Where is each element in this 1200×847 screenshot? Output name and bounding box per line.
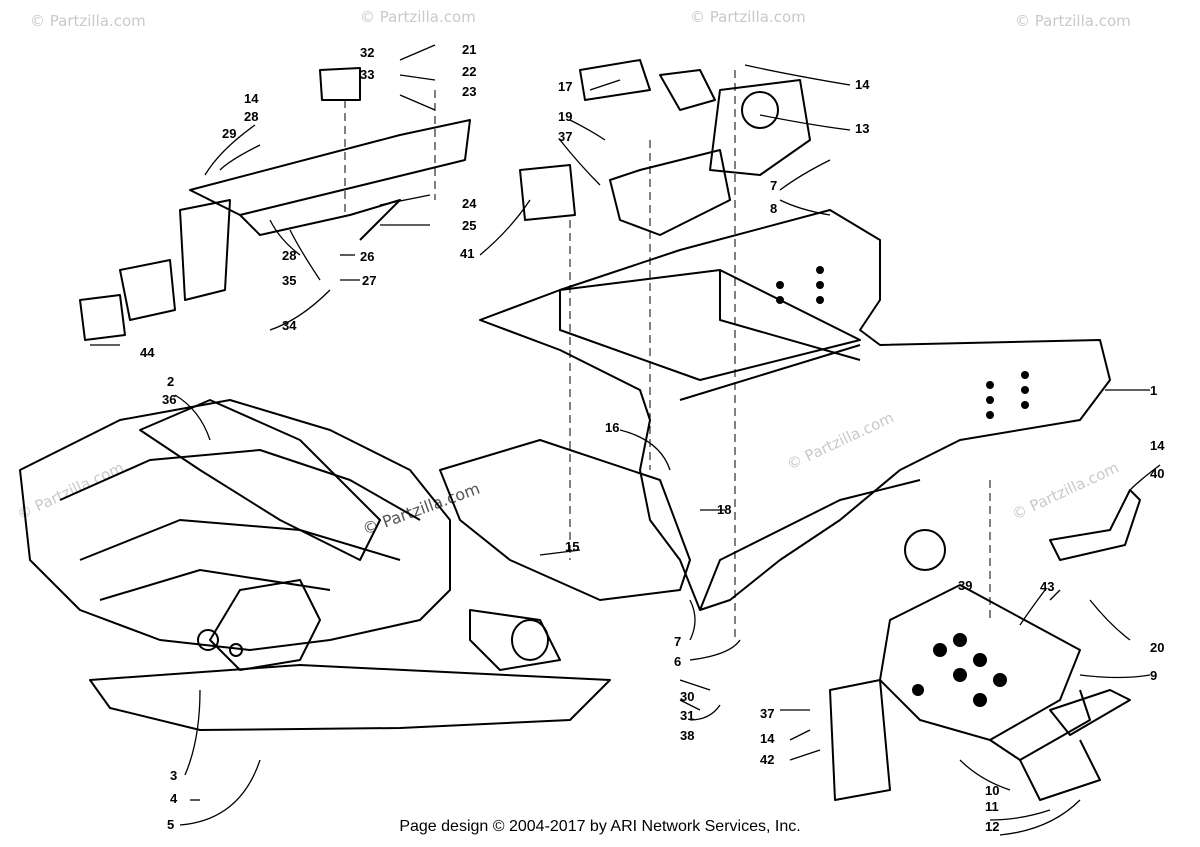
callout-17[interactable]: 17: [558, 79, 572, 94]
callout-14-left[interactable]: 14: [244, 91, 259, 106]
callout-2[interactable]: 2: [167, 374, 174, 389]
callout-21[interactable]: 21: [462, 42, 476, 57]
callout-40[interactable]: 40: [1150, 466, 1164, 481]
callout-14-top[interactable]: 14: [855, 77, 870, 92]
callout-37-bottom[interactable]: 37: [760, 706, 774, 721]
bracket-34: [179, 199, 231, 301]
callout-8[interactable]: 8: [770, 201, 777, 216]
tube: [469, 609, 561, 671]
callout-13[interactable]: 13: [855, 121, 869, 136]
callout-7-lower[interactable]: 7: [674, 634, 681, 649]
callout-6[interactable]: 6: [674, 654, 681, 669]
guide-lines: [344, 70, 991, 640]
hole-pattern: [776, 266, 1029, 707]
callout-33[interactable]: 33: [360, 67, 374, 82]
leader-lines: [90, 44, 1161, 836]
callout-labels: 1 2 36 3 4 5 6 7 7 8 9 10 11 12 13 14 14…: [140, 42, 1165, 834]
callout-31[interactable]: 31: [680, 708, 694, 723]
callout-3[interactable]: 3: [170, 768, 177, 783]
plate-42: [829, 679, 891, 801]
callout-16[interactable]: 16: [605, 420, 619, 435]
grommet-39: [904, 529, 946, 571]
callout-4[interactable]: 4: [170, 791, 178, 806]
callout-39[interactable]: 39: [958, 578, 972, 593]
callout-14-right[interactable]: 14: [1150, 438, 1165, 453]
callout-29[interactable]: 29: [222, 126, 236, 141]
callout-35[interactable]: 35: [282, 273, 296, 288]
callout-38[interactable]: 38: [680, 728, 694, 743]
front-bulkhead: [439, 439, 691, 601]
plate-17: [579, 59, 651, 101]
callout-41[interactable]: 41: [460, 246, 474, 261]
watermark: © Partzilla.com: [690, 8, 806, 26]
callout-7-upper[interactable]: 7: [770, 178, 777, 193]
callout-36[interactable]: 36: [162, 392, 176, 407]
callout-5[interactable]: 5: [167, 817, 174, 832]
tunnel-top: [559, 269, 861, 381]
watermark: © Partzilla.com: [30, 12, 146, 30]
callout-23[interactable]: 23: [462, 84, 476, 99]
callout-12[interactable]: 12: [985, 819, 999, 834]
callout-24[interactable]: 24: [462, 196, 477, 211]
watermark: © Partzilla.com: [360, 8, 476, 26]
steering-post: [709, 79, 811, 176]
callout-15[interactable]: 15: [565, 539, 579, 554]
plate-41: [519, 164, 576, 221]
callout-42[interactable]: 42: [760, 752, 774, 767]
callout-14-bottom[interactable]: 14: [760, 731, 775, 746]
footer-copyright: Page design © 2004-2017 by ARI Network S…: [399, 818, 801, 835]
callout-30[interactable]: 30: [680, 689, 694, 704]
bumper-mount: [209, 579, 321, 671]
chassis-drawing: [19, 59, 1141, 801]
callout-43[interactable]: 43: [1040, 579, 1054, 594]
callout-26[interactable]: 26: [360, 249, 374, 264]
callout-22[interactable]: 22: [462, 64, 476, 79]
watermark-center: © Partzilla.com: [360, 479, 483, 539]
grab-handle: [1049, 489, 1141, 561]
watermark: © Partzilla.com: [784, 408, 897, 473]
callout-19[interactable]: 19: [558, 109, 572, 124]
callout-28-top[interactable]: 28: [244, 109, 258, 124]
side-panel: [479, 209, 1111, 611]
callout-18[interactable]: 18: [717, 502, 731, 517]
watermark: © Partzilla.com: [1015, 12, 1131, 30]
front-frame: [19, 399, 451, 651]
plate-44: [79, 294, 126, 341]
belly-pan: [89, 664, 611, 731]
watermark: © Partzilla.com: [1009, 458, 1122, 523]
steering-bracket: [609, 149, 731, 236]
callout-28-lower[interactable]: 28: [282, 248, 296, 263]
callout-25[interactable]: 25: [462, 218, 476, 233]
callout-44[interactable]: 44: [140, 345, 155, 360]
a-arm: [139, 399, 381, 561]
callout-32[interactable]: 32: [360, 45, 374, 60]
rear-skid: [879, 584, 1081, 741]
callout-20[interactable]: 20: [1150, 640, 1164, 655]
bar-12: [1019, 739, 1101, 801]
callout-34[interactable]: 34: [282, 318, 297, 333]
bracket-32: [319, 67, 361, 101]
callout-9[interactable]: 9: [1150, 668, 1157, 683]
callout-1[interactable]: 1: [1150, 383, 1157, 398]
callout-10[interactable]: 10: [985, 783, 999, 798]
seat-bracket: [189, 119, 471, 216]
watermark: © Partzilla.com: [14, 458, 127, 523]
callout-27[interactable]: 27: [362, 273, 376, 288]
callout-11[interactable]: 11: [985, 799, 999, 814]
callout-37-top[interactable]: 37: [558, 129, 572, 144]
